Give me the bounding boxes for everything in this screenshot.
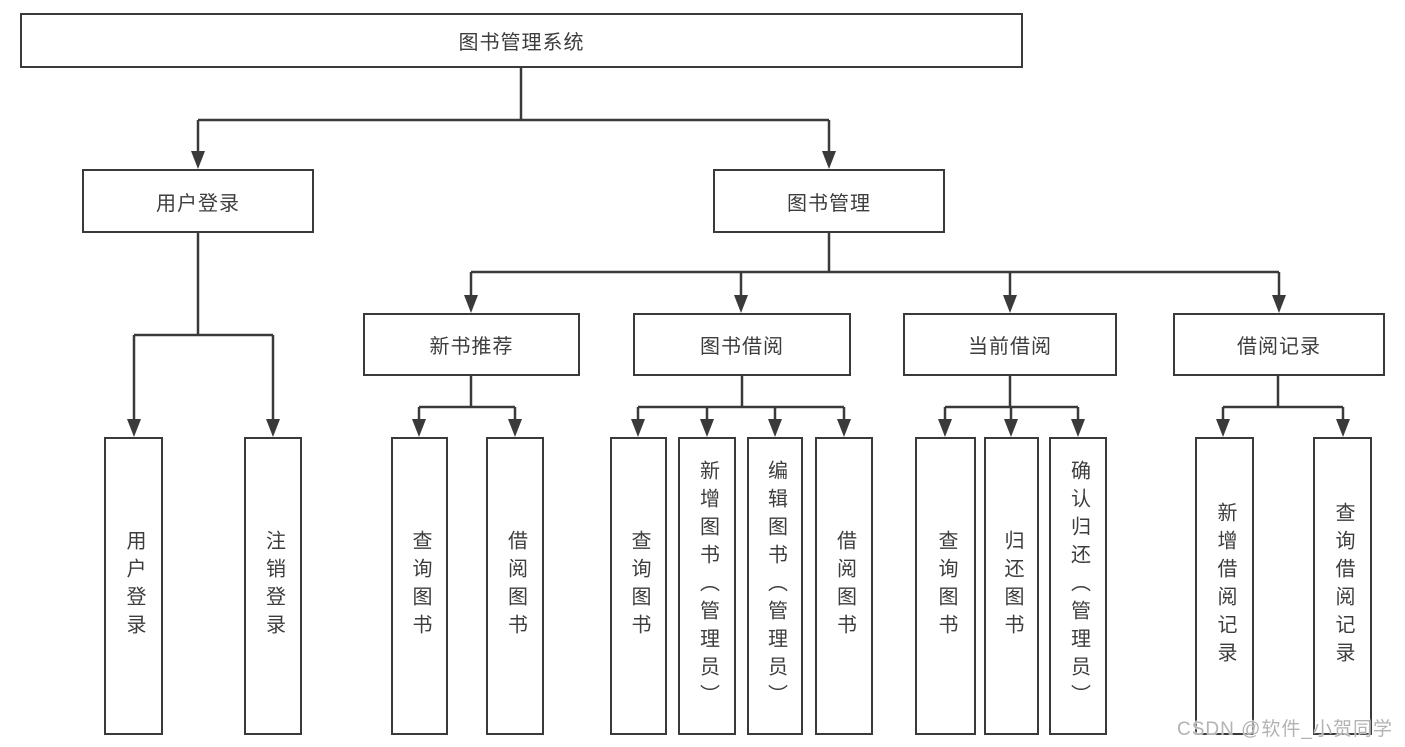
- node-user-login: 用户登录: [82, 169, 314, 233]
- node-book-borrow: 图书借阅: [633, 313, 851, 376]
- leaf-borrow-books-recommend: 借阅图书: [486, 437, 544, 735]
- node-current-borrow: 当前借阅: [903, 313, 1117, 376]
- leaf-user-login: 用户登录: [104, 437, 163, 735]
- leaf-return-books: 归还图书: [984, 437, 1039, 735]
- leaf-confirm-return-admin: 确认归还（管理员）: [1049, 437, 1107, 735]
- node-root-library-management-system: 图书管理系统: [20, 13, 1023, 68]
- leaf-query-books-recommend: 查询图书: [391, 437, 448, 735]
- csdn-watermark: CSDN @软件_小贺同学: [1177, 719, 1393, 740]
- leaf-query-books-borrow: 查询图书: [610, 437, 667, 735]
- node-book-management: 图书管理: [713, 169, 945, 233]
- node-new-book-recommend: 新书推荐: [363, 313, 580, 376]
- leaf-query-borrow-record: 查询借阅记录: [1313, 437, 1372, 735]
- node-borrow-record: 借阅记录: [1173, 313, 1385, 376]
- leaf-add-borrow-record: 新增借阅记录: [1195, 437, 1254, 735]
- leaf-query-books-current: 查询图书: [915, 437, 976, 735]
- leaf-edit-books-admin: 编辑图书（管理员）: [747, 437, 803, 735]
- leaf-logout: 注销登录: [244, 437, 302, 735]
- leaf-add-books-admin: 新增图书（管理员）: [678, 437, 736, 735]
- leaf-borrow-books: 借阅图书: [815, 437, 873, 735]
